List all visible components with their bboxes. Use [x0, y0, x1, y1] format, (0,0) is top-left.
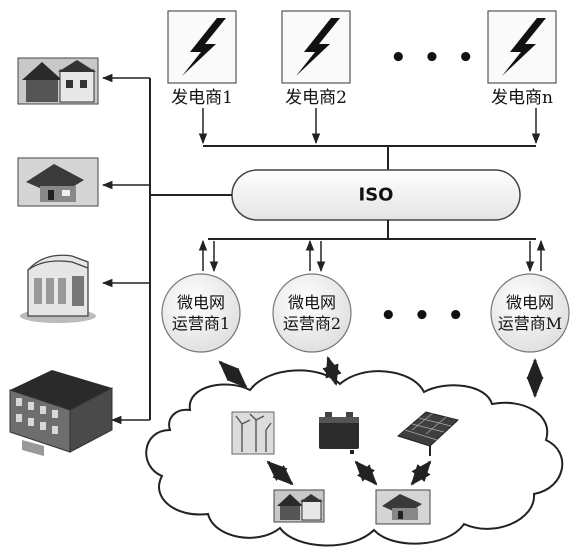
generator-1	[167, 10, 237, 84]
operator-1-node	[161, 273, 241, 353]
operator-m-label: 微电网 运营商M	[498, 292, 562, 334]
generator-n-label: 发电商n	[491, 88, 553, 108]
operator-m-node	[490, 273, 570, 353]
operator-1-label: 微电网 运营商1	[172, 292, 230, 334]
generator-ellipsis: • • •	[390, 43, 478, 73]
generator-1-label: 发电商1	[171, 88, 233, 108]
house-icon	[273, 489, 325, 523]
operator-2-node	[272, 273, 352, 353]
generator-n	[487, 10, 557, 84]
iso-label: ISO	[358, 184, 394, 206]
cottage-icon	[17, 157, 99, 207]
commercial-building-icon	[20, 254, 96, 323]
battery-icon	[319, 412, 359, 454]
generator-2-label: 发电商2	[285, 88, 347, 108]
lightning-bolt-icon	[182, 18, 226, 76]
operator-1-line2: 运营商1	[171, 314, 231, 333]
operator-2-line2: 运营商2	[282, 314, 342, 333]
operator-1-line1: 微电网	[176, 293, 225, 312]
generator-2	[281, 10, 351, 84]
cottage-icon	[375, 489, 431, 525]
microgrid-cloud	[145, 369, 564, 547]
operator-m-line1: 微电网	[505, 293, 555, 312]
operator-2-line1: 微电网	[287, 293, 336, 312]
operator-m-line2: 运营商M	[497, 314, 563, 333]
operator-ellipsis: • • •	[380, 301, 468, 331]
solar-panel-icon	[396, 411, 460, 456]
lightning-bolt-icon	[296, 18, 340, 76]
wind-turbine-icon	[231, 411, 275, 455]
house-icon	[17, 57, 99, 105]
lightning-bolt-icon	[502, 18, 546, 76]
operator-2-label: 微电网 运营商2	[283, 292, 341, 334]
office-building-icon	[9, 370, 113, 456]
